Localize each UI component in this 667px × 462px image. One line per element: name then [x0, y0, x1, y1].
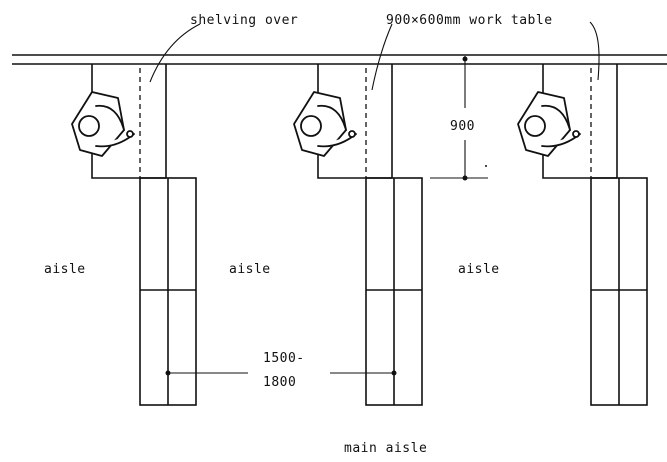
dim-1500-tick-left	[165, 370, 171, 376]
leader-work-table-1	[371, 23, 393, 91]
label-dim-900: 900	[450, 119, 475, 134]
label-shelving-over: shelving over	[190, 13, 298, 28]
label-aisle-1: aisle	[44, 262, 86, 277]
label-aisle-3: aisle	[458, 262, 500, 277]
label-dim-1800: 1800	[263, 375, 296, 390]
workstation-1	[71, 64, 197, 406]
label-main-aisle: main aisle	[344, 441, 427, 456]
workstation-3	[517, 64, 648, 406]
stray-mark	[485, 165, 487, 167]
workstation-2	[293, 64, 423, 406]
label-dim-1500: 1500-	[263, 351, 305, 366]
label-aisle-2: aisle	[229, 262, 271, 277]
seated-worker-icon	[517, 91, 581, 157]
leader-work-table-2	[589, 21, 600, 81]
leader-shelving-over	[149, 23, 201, 83]
dim-900-tick-top	[462, 56, 468, 62]
label-work-table: 900×600mm work table	[386, 13, 553, 28]
seated-worker-icon	[293, 91, 357, 157]
dim-1500-tick-right	[391, 370, 397, 376]
seated-worker-icon	[71, 91, 135, 157]
